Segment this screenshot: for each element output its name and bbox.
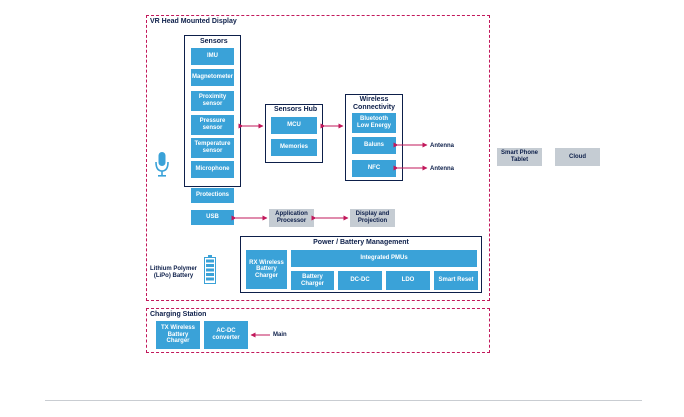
protections-box: Protections (191, 188, 234, 203)
tx-wireless-charger-box: TX Wireless Battery Charger (156, 321, 200, 349)
ac-dc-converter-box: AC-DC converter (204, 321, 248, 349)
smart-phone-tablet-box: Smart Phone Tablet (497, 148, 542, 166)
baluns-box: Baluns (352, 137, 396, 154)
ble-box: Bluetooth Low Energy (352, 113, 396, 133)
sensor-temperature: Temperature sensor (191, 138, 234, 158)
main-label: Main (273, 332, 287, 338)
mcu-box: MCU (271, 117, 317, 134)
dc-dc-box: DC-DC (338, 271, 382, 290)
sensor-microphone: Microphone (191, 161, 234, 178)
charging-station-title: Charging Station (150, 311, 207, 318)
display-projection-box: Display and Projection (350, 209, 395, 227)
sensor-proximity: Proximity sensor (191, 91, 234, 111)
lipo-battery-label: Lithium Polymer (LiPo) Battery (150, 266, 198, 279)
usb-box: USB (191, 210, 234, 225)
integrated-pmus-box: Integrated PMUs (291, 250, 477, 267)
sensor-pressure: Pressure sensor (191, 115, 234, 135)
rx-wireless-charger-box: RX Wireless Battery Charger (246, 250, 287, 289)
sensors-title: Sensors (200, 38, 228, 45)
antenna-label-1: Antenna (430, 143, 454, 149)
bottom-divider (45, 400, 642, 401)
battery-charger-box: Battery Charger (291, 271, 334, 290)
cloud-box: Cloud (555, 148, 600, 166)
wireless-title: Wireless Connectivity (352, 96, 395, 111)
charging-station-frame (146, 308, 490, 353)
memories-box: Memories (271, 139, 317, 156)
sensor-imu: IMU (191, 48, 234, 65)
hmd-frame (146, 15, 490, 301)
hmd-title: VR Head Mounted Display (150, 18, 237, 25)
application-processor-box: Application Processor (269, 209, 314, 227)
smart-reset-box: Smart Reset (434, 271, 478, 290)
sensor-magnetometer: Magnetometer (191, 69, 234, 86)
antenna-label-2: Antenna (430, 166, 454, 172)
nfc-box: NFC (352, 160, 396, 177)
power-management-title: Power / Battery Management (313, 239, 409, 246)
battery-icon (204, 255, 216, 284)
ldo-box: LDO (386, 271, 430, 290)
sensors-hub-title: Sensors Hub (274, 106, 318, 113)
microphone-icon (155, 152, 169, 177)
